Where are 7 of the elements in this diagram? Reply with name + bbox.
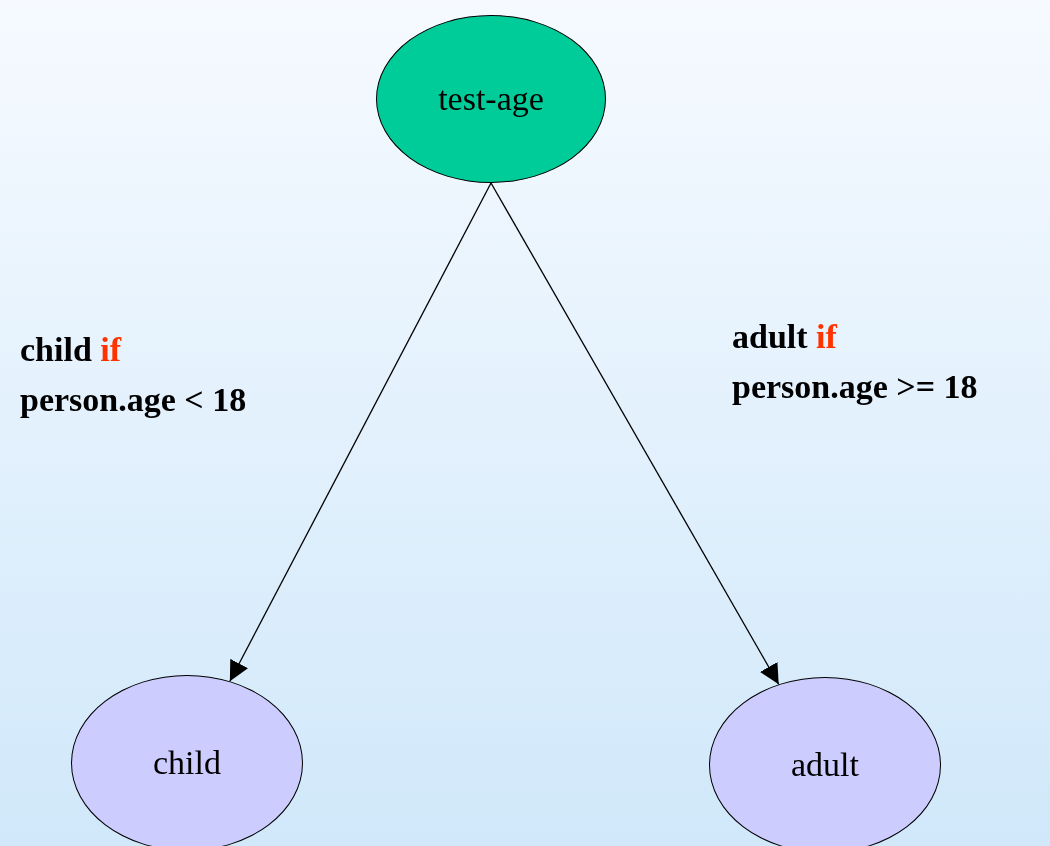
arrow [229, 182, 492, 682]
node-label: adult [791, 746, 859, 784]
node-label: test-age [438, 80, 544, 118]
edge-label: child if person.age < 18 [20, 330, 247, 420]
node-label: child [153, 744, 221, 782]
edge-label: adult if person.age >= 18 [732, 317, 978, 407]
arrow [490, 182, 780, 685]
